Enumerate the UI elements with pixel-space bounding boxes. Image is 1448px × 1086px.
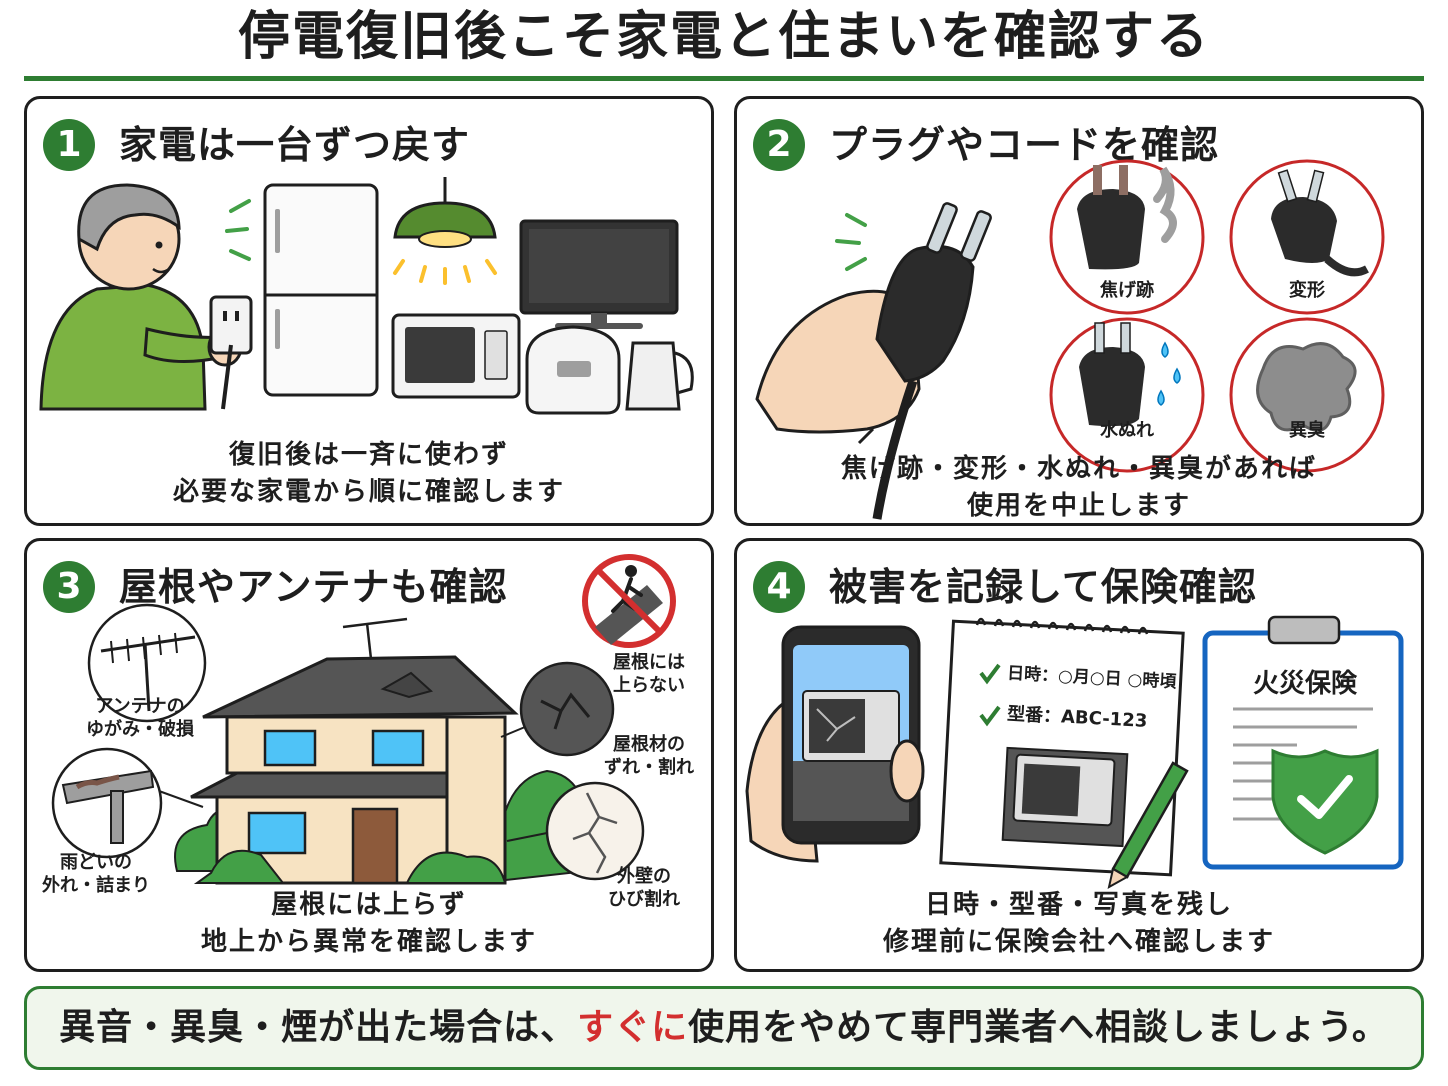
label-line: ずれ・割れ — [604, 757, 694, 778]
step-number: 3 — [43, 561, 95, 613]
kettle-icon — [625, 341, 694, 411]
wall-crack-icon — [506, 781, 645, 881]
deformed-plug-icon — [1229, 159, 1385, 315]
label-line: 屋根材の — [613, 734, 685, 755]
label-no-roof: 屋根には 上らない — [591, 651, 707, 697]
gutter-icon — [51, 747, 204, 859]
caption-line: 復旧後は一斉に使わず — [228, 440, 509, 470]
hand-holding-plug-icon — [755, 202, 992, 520]
appliances-illustration — [39, 177, 694, 415]
panel-title: 屋根やアンテナも確認 — [119, 565, 508, 609]
step-number: 4 — [753, 561, 805, 613]
smoke-icon — [1229, 317, 1385, 473]
panel-appliances: 1 家電は一台ずつ戻す — [24, 96, 714, 526]
microwave-icon — [391, 313, 521, 399]
label-line: 上らない — [613, 675, 685, 696]
plug-illustration — [755, 159, 1385, 520]
roof-tile-crack-icon — [500, 661, 615, 757]
label-wet: 水ぬれ — [1100, 420, 1154, 441]
caption-line: 地上から異常を確認します — [200, 927, 537, 957]
caption-line: 修理前に保険会社へ確認します — [882, 927, 1275, 957]
caption-line: 屋根には上らず — [271, 890, 467, 920]
panel-record-insurance: 4 被害を記録して保険確認 — [734, 538, 1424, 972]
television-icon — [519, 219, 679, 329]
shield-check-icon — [1271, 748, 1379, 855]
footer-text-before: 異音・異臭・煙が出た場合は、 — [59, 1007, 578, 1048]
house-icon — [174, 617, 590, 885]
caption-line: 必要な家電から順に確認します — [172, 477, 565, 507]
label-line: 屋根には — [613, 652, 685, 673]
label-deform: 変形 — [1289, 280, 1325, 301]
memo-datetime-label: 日時： — [1006, 663, 1059, 687]
label-line: ひび割れ — [608, 889, 680, 910]
panel-roof-antenna: 3 屋根やアンテナも確認 — [24, 538, 714, 972]
step-number: 1 — [43, 119, 95, 171]
label-line: 外れ・詰まり — [42, 875, 150, 896]
footer-text-after: 使用をやめて専門業者へ相談しましょう。 — [688, 1007, 1389, 1048]
house-illustration — [51, 554, 676, 885]
no-climbing-icon — [582, 554, 676, 648]
label-antenna: アンテナの ゆがみ・破損 — [75, 695, 205, 741]
footer-highlight: すぐに — [577, 1007, 689, 1048]
title-underline — [24, 76, 1424, 81]
memo-model-label: 型番： — [1006, 703, 1062, 728]
label-line: ゆがみ・破損 — [86, 719, 194, 740]
label-gutter: 雨どいの 外れ・詰まり — [33, 851, 159, 897]
memo-pad-icon — [939, 617, 1185, 877]
panel-title: 家電は一台ずつ戻す — [119, 123, 471, 167]
label-roof-material: 屋根材の ずれ・割れ — [587, 733, 711, 779]
label-smell: 異臭 — [1289, 420, 1325, 441]
label-burn: 焦げ跡 — [1100, 280, 1154, 301]
footer-warning: 異音・異臭・煙が出た場合は、すぐに使用をやめて専門業者へ相談しましょう。 — [24, 986, 1424, 1070]
panel-caption: 屋根には上らず 地上から異常を確認します — [27, 887, 711, 961]
ceiling-lamp-icon — [393, 177, 497, 285]
rice-cooker-icon — [525, 325, 621, 415]
label-line: 外壁の — [617, 866, 671, 887]
panel-title: 被害を記録して保険確認 — [829, 565, 1257, 609]
caption-line: 焦げ跡・変形・水ぬれ・異臭があれば — [840, 454, 1317, 484]
record-illustration — [745, 615, 1404, 889]
panel-caption: 日時・型番・写真を残し 修理前に保険会社へ確認します — [737, 887, 1421, 961]
page-title: 停電復旧後こそ家電と住まいを確認する — [237, 7, 1210, 67]
memo-model-value: ABC-123 — [1060, 706, 1148, 732]
label-wall: 外壁の ひび割れ — [589, 865, 699, 911]
insurance-title: 火災保険 — [1252, 669, 1357, 699]
caption-line: 日時・型番・写真を残し — [924, 890, 1233, 920]
panel-title: プラグやコードを確認 — [829, 123, 1220, 167]
antenna-icon — [87, 603, 207, 723]
panel-plug-check: 2 プラグやコードを確認 — [734, 96, 1424, 526]
outlet-icon — [209, 295, 253, 410]
refrigerator-icon — [225, 183, 379, 397]
panel-caption: 復旧後は一斉に使わず 必要な家電から順に確認します — [27, 437, 711, 511]
label-line: 雨どいの — [60, 852, 132, 873]
burnt-plug-icon — [1049, 159, 1205, 315]
smartphone-photo-icon — [745, 625, 925, 863]
step-number: 2 — [753, 119, 805, 171]
person-plugging-icon — [39, 183, 243, 411]
label-line: アンテナの — [95, 696, 185, 717]
panel-caption: 焦げ跡・変形・水ぬれ・異臭があれば 使用を中止します — [737, 451, 1421, 523]
pencil-icon — [1107, 761, 1189, 889]
wet-plug-icon — [1049, 317, 1205, 473]
caption-line: 使用を中止します — [966, 491, 1191, 521]
memo-datetime-value: ○月○日 ○時頃 — [1057, 666, 1177, 693]
